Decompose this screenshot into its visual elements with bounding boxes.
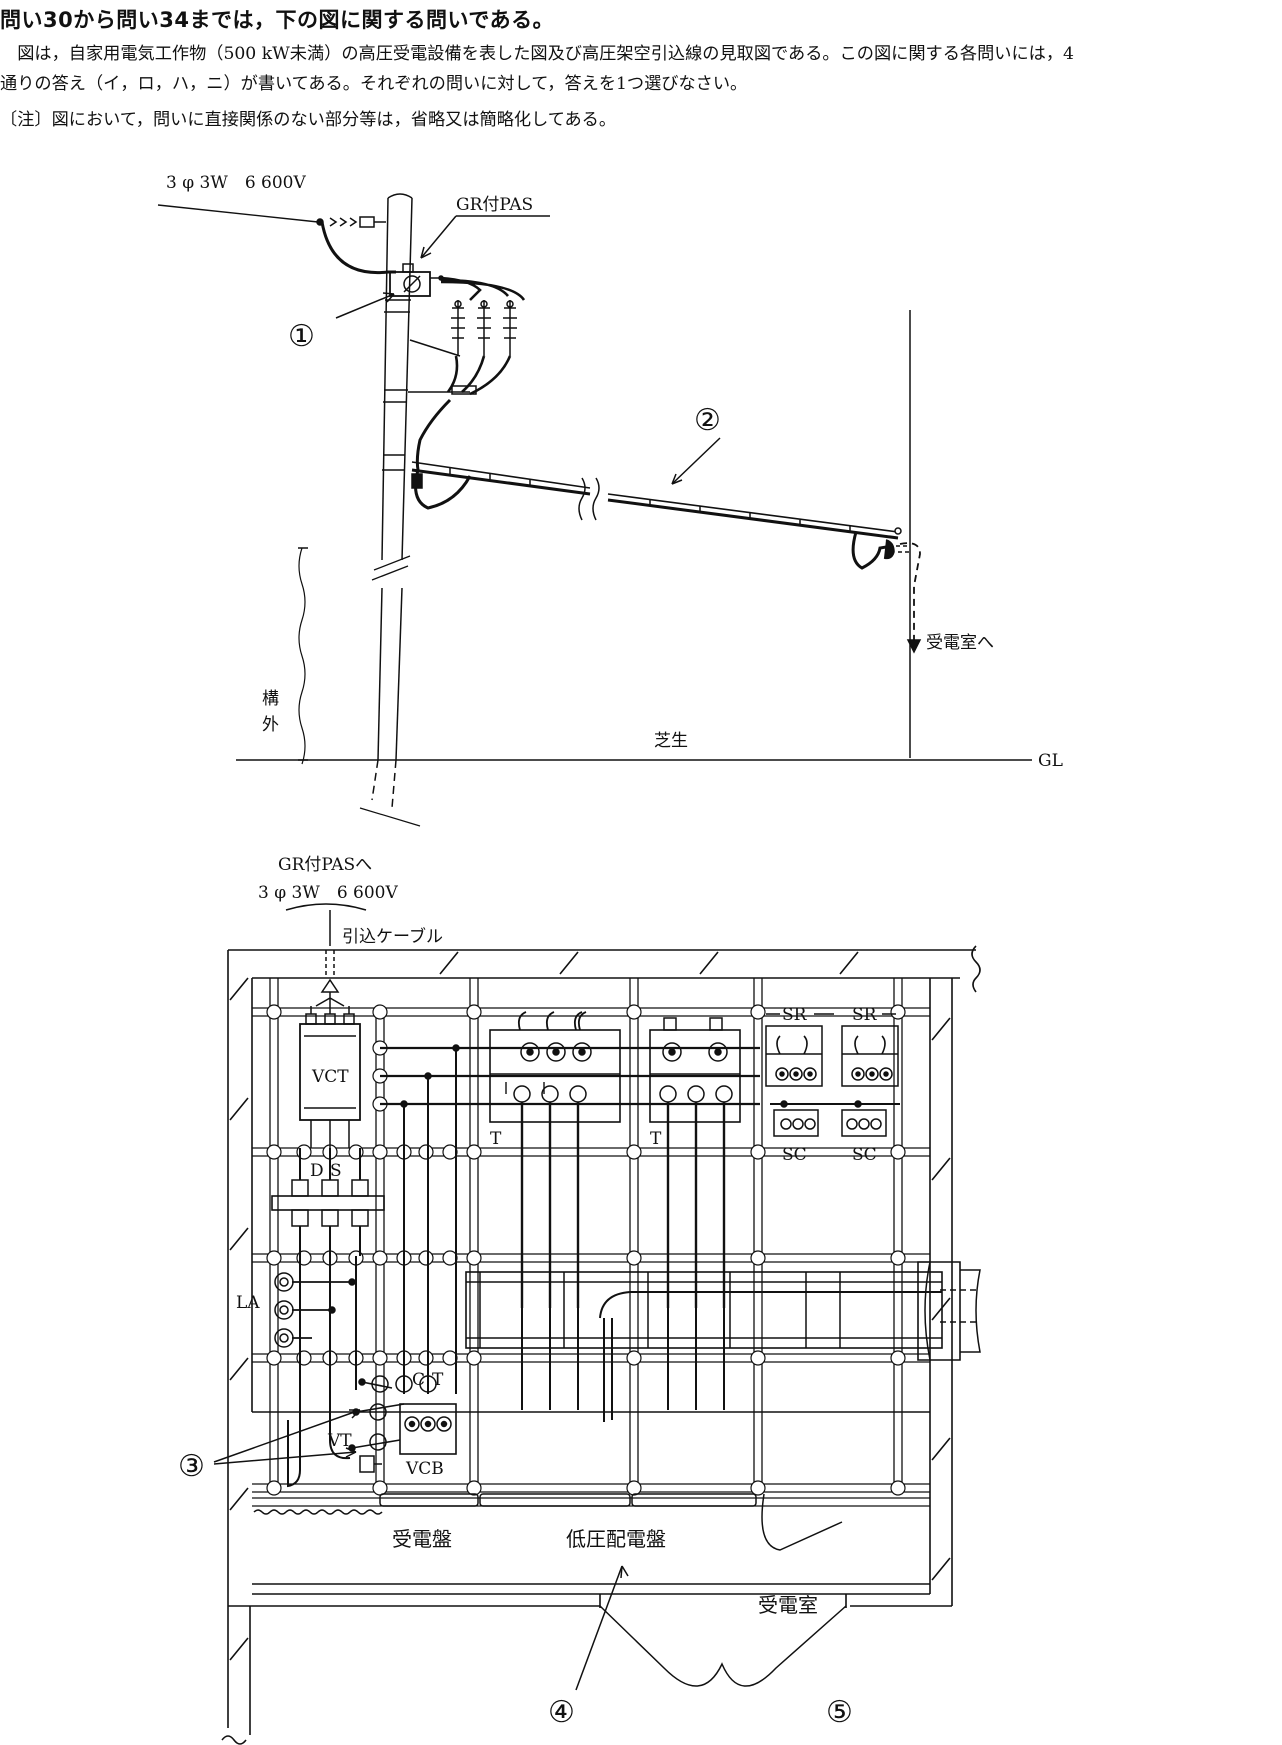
ct-and-vcb: C T VCB VT — [327, 1370, 457, 1479]
top-diagram: GR付PAS ① — [157, 173, 1063, 827]
intro-note: 〔注〕図において，問いに直接関係のない部分等は，省略又は簡略化してある。 — [0, 110, 617, 130]
lightning-arresters: LA — [236, 1272, 356, 1348]
overhead-line — [157, 204, 319, 223]
outside-label-2: 外 — [262, 715, 279, 735]
supply-label-top: 3 φ 3W 6 600V — [166, 173, 306, 193]
pas-switch — [389, 263, 444, 297]
vcb-label: VCB — [405, 1459, 444, 1479]
disconnecting-switch: D S — [271, 1148, 385, 1266]
strain-insulator — [316, 216, 386, 228]
bottom-diagram: GR付PASへ 3 φ 3W 6 600V 引込ケーブル — [178, 855, 981, 1745]
callout-5: ⑤ — [826, 1695, 853, 1730]
sr-label-1: SR — [782, 1005, 808, 1025]
callout-3: ③ — [178, 1449, 205, 1484]
ct-label-t: T — [432, 1370, 444, 1390]
ds-label-d: D — [310, 1161, 324, 1181]
receiving-room-walls — [221, 945, 981, 1745]
cable-head-terminations — [446, 300, 517, 396]
utility-pole — [359, 193, 421, 827]
room-label: 受電室 — [758, 1593, 818, 1617]
vct-label: VCT — [311, 1067, 349, 1087]
pas-label: GR付PAS — [456, 195, 533, 215]
ds-label-s: S — [330, 1161, 342, 1181]
sc-label-2: SC — [852, 1145, 877, 1165]
receiving-panel-label: 受電盤 — [392, 1527, 452, 1551]
steel-frame — [252, 978, 930, 1493]
cable-duct — [465, 1261, 981, 1422]
la-label: LA — [236, 1293, 260, 1313]
sc-label-1: SC — [782, 1145, 807, 1165]
supply-label-bottom: 3 φ 3W 6 600V — [258, 883, 398, 903]
callout-1: ① — [288, 319, 315, 354]
vct: VCT — [299, 1006, 361, 1148]
service-cable-label: 引込ケーブル — [342, 926, 443, 947]
transformer-1: T — [489, 1011, 621, 1308]
ct-label-c: C — [412, 1370, 425, 1390]
intro-line-1: 図は，自家用電気工作物（500 kW未満）の高圧受電設備を表した図及び高圧架空引… — [0, 44, 1074, 64]
grass-label: 芝生 — [654, 731, 688, 751]
transformer-2: T — [649, 1017, 741, 1308]
vt-label: VT — [327, 1431, 352, 1451]
series-reactors-and-capacitors: SR SR SC SC — [765, 1005, 900, 1165]
sr-label-2: SR — [852, 1005, 878, 1025]
entrance-door — [599, 1605, 847, 1687]
switchboard-front: 受電盤 低圧配電盤 受電室 — [252, 1493, 930, 1617]
callout-2: ② — [694, 403, 721, 438]
page-title: 問い30から問い34までは，下の図に関する問いである。 — [0, 8, 555, 32]
outside-label-1: 構 — [262, 689, 279, 709]
transformer-2-label: T — [650, 1129, 662, 1149]
transformer-1-label: T — [490, 1129, 502, 1149]
callout-4: ④ — [548, 1695, 575, 1730]
frame-clamps — [266, 1004, 906, 1496]
ground-label: GL — [1038, 751, 1063, 771]
to-receiving-room-label: 受電室へ — [926, 633, 994, 653]
to-pas-label: GR付PASへ — [278, 855, 372, 875]
lv-panel-label: 低圧配電盤 — [566, 1527, 666, 1551]
intro-line-2: 通りの答え（イ，ロ，ハ，ニ）が書いてある。それぞれの問いに対して，答えを1つ選び… — [0, 74, 748, 94]
